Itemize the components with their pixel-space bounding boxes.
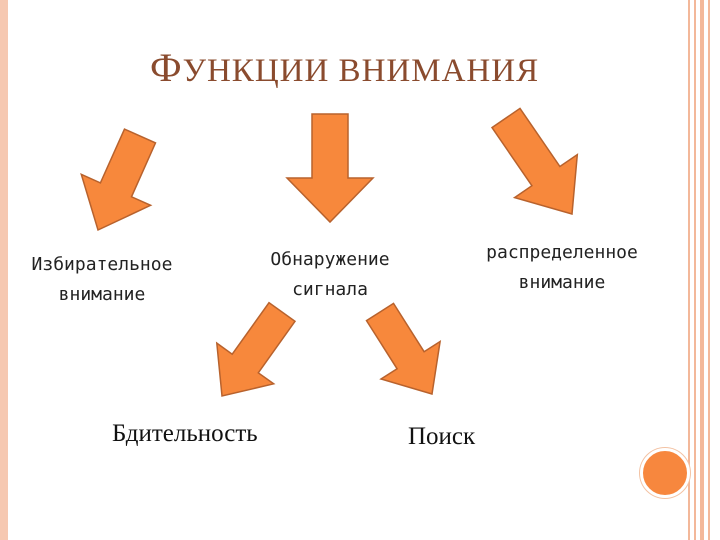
- node-vigilance: Бдительность: [112, 420, 258, 447]
- arrow-to-vigilance: [215, 301, 297, 397]
- node-search: Поиск: [408, 423, 476, 450]
- decorative-circle: [640, 448, 690, 498]
- slide-title: ФУНКЦИИ ВНИМАНИЯ: [150, 45, 540, 90]
- slide-left-border: [0, 0, 8, 540]
- slide-right-border: [688, 0, 720, 540]
- arrow-to-distributed: [490, 107, 579, 215]
- arrow-to-detection: [285, 113, 375, 224]
- arrow-to-selective: [80, 128, 157, 232]
- node-distributed-attention: распределенное внимание: [486, 242, 638, 293]
- arrow-to-search: [365, 302, 442, 395]
- node-selective-attention: Избирательное внимание: [31, 254, 173, 305]
- node-signal-detection: Обнаружение сигнала: [270, 249, 390, 300]
